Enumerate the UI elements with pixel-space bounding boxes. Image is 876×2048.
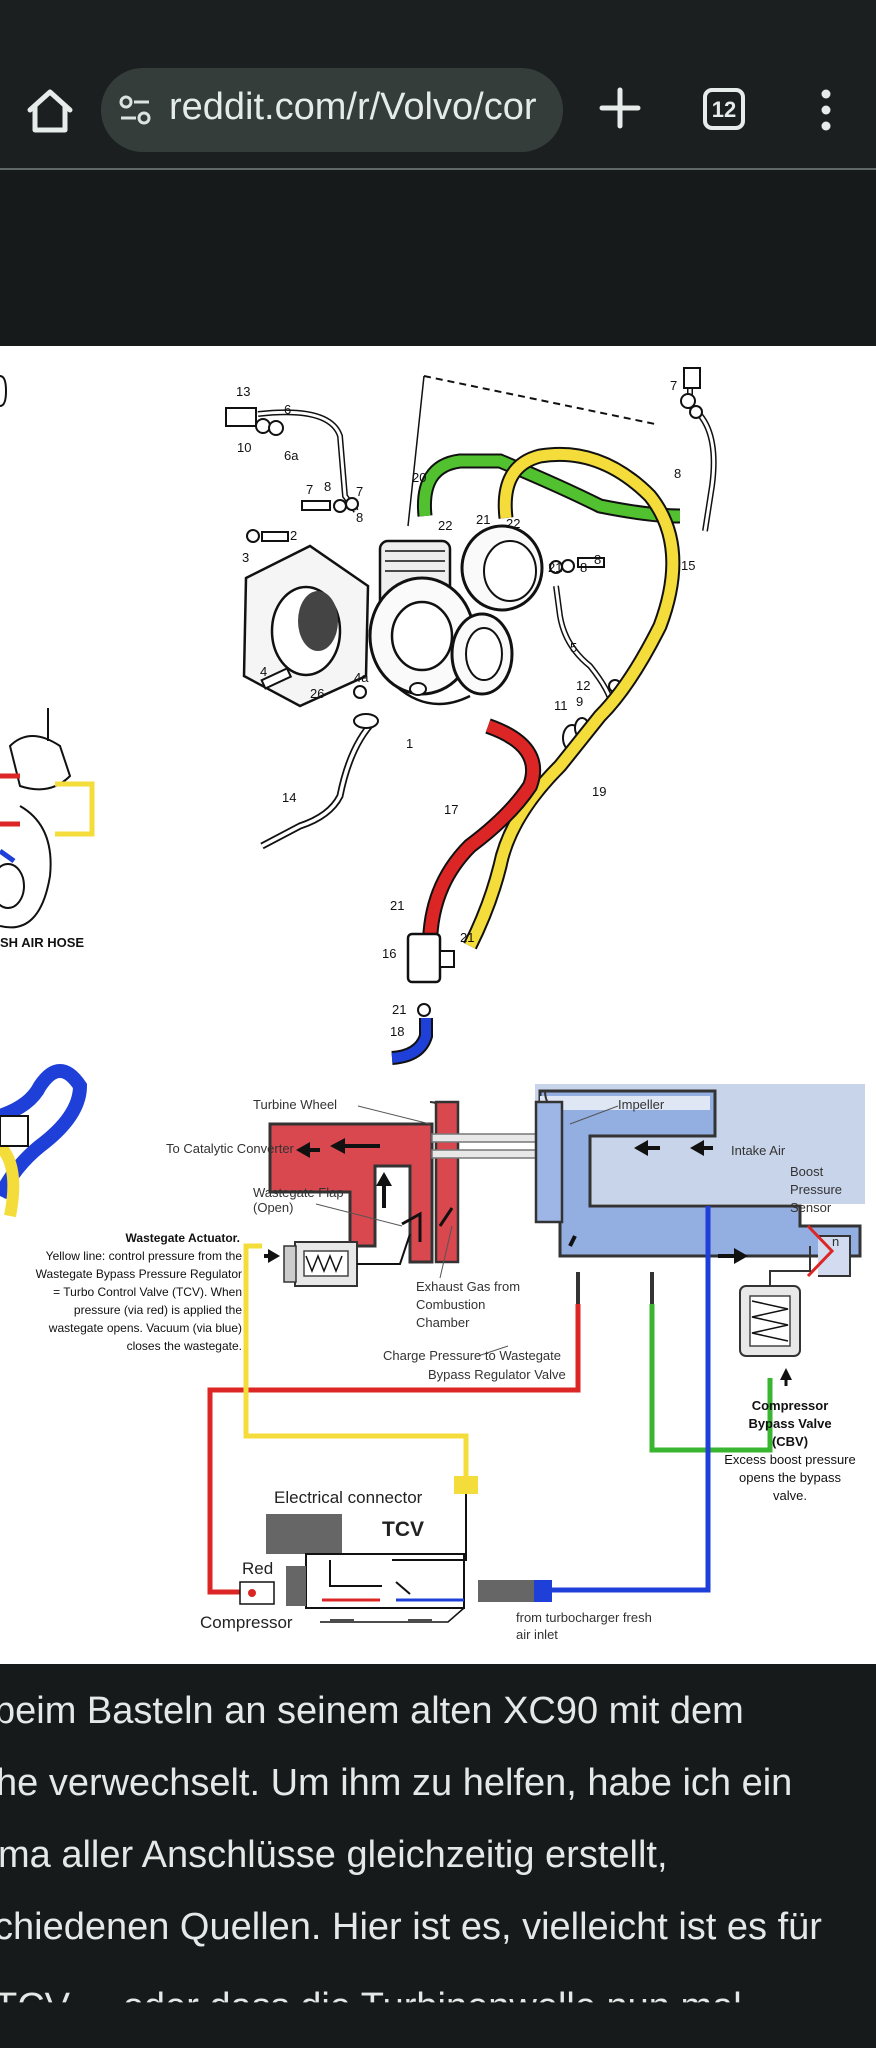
- part-number: 18: [390, 1024, 404, 1039]
- part-number: 21: [392, 1002, 406, 1017]
- exhaust-gas-label: Exhaust Gas from: [416, 1279, 520, 1294]
- compressor-label: Compressor: [200, 1613, 293, 1632]
- part-number: 8: [356, 510, 363, 525]
- site-info-icon[interactable]: [117, 92, 153, 128]
- exhaust-gas-label: Chamber: [416, 1315, 470, 1330]
- part-number: 1: [406, 736, 413, 751]
- cbv-text: opens the bypass: [739, 1470, 841, 1485]
- part-number: 8: [580, 560, 587, 575]
- part-number: 5: [570, 640, 577, 655]
- tabs-icon[interactable]: 12: [703, 88, 745, 130]
- partial-hose-label: SH AIR HOSE: [0, 935, 84, 950]
- boost-sensor-label: Boost: [790, 1164, 824, 1179]
- turbo-diagram-image[interactable]: SH AIR HOSE: [0, 346, 876, 1664]
- home-icon[interactable]: [22, 84, 78, 140]
- part-number: 12: [576, 678, 590, 693]
- wastegate-actuator-text: Yellow line: control pressure from the: [46, 1249, 243, 1263]
- part-number: 6: [284, 402, 291, 417]
- part-number: 14: [282, 790, 296, 805]
- part-number: 16: [382, 946, 396, 961]
- page-spacer: [0, 170, 876, 346]
- part-number: 22: [438, 518, 452, 533]
- boost-sensor-label: Pressure: [790, 1182, 842, 1197]
- part-number: 22: [506, 516, 520, 531]
- wastegate-actuator-text: wastegate opens. Vacuum (via blue): [48, 1321, 242, 1335]
- wastegate-actuator-title: Wastegate Actuator.: [126, 1231, 240, 1245]
- turbo-exploded-view: 13 6 10 6a 7 8 20 22 21 3 2 7 8 8 22 21 …: [225, 367, 717, 1065]
- post-line: ma aller Anschlüsse gleichzeitig erstell…: [0, 1834, 668, 1876]
- part-number: 21: [548, 560, 562, 575]
- fresh-air-label: from turbocharger fresh: [516, 1610, 652, 1625]
- part-number: 21: [460, 930, 474, 945]
- exhaust-gas-label: Combustion: [416, 1297, 485, 1312]
- post-line: TCV ... oder dass die Turbinenwelle nun …: [0, 1986, 742, 2028]
- turbo-diagram-svg: SH AIR HOSE: [0, 367, 865, 1642]
- url-text: reddit.com/r/Volvo/cor: [169, 86, 537, 128]
- part-number: 20: [412, 470, 426, 485]
- cut-letter: n: [832, 1234, 839, 1249]
- part-number: 9: [576, 694, 583, 709]
- intake-air-label: Intake Air: [731, 1143, 786, 1158]
- part-number: 8: [324, 479, 331, 494]
- wastegate-actuator-text: pressure (via red) is applied the: [74, 1303, 242, 1317]
- cbv-text: valve.: [773, 1488, 807, 1503]
- part-number: 6a: [284, 448, 299, 463]
- part-number: 21: [476, 512, 490, 527]
- part-number: 21: [390, 898, 404, 913]
- more-icon[interactable]: [808, 86, 844, 134]
- wastegate-actuator-text: Wastegate Bypass Pressure Regulator: [36, 1267, 242, 1281]
- red-label: Red: [242, 1559, 273, 1578]
- cbv-title: Bypass Valve: [748, 1416, 831, 1431]
- new-tab-icon[interactable]: [596, 84, 644, 132]
- turbine-wheel-label: Turbine Wheel: [253, 1097, 337, 1112]
- part-number: 7: [356, 484, 363, 499]
- charge-pressure-label: Bypass Regulator Valve: [428, 1367, 566, 1382]
- turbo-schematic: Turbine Wheel Impeller To Catalytic Conv…: [36, 1084, 865, 1642]
- part-number: 13: [236, 384, 250, 399]
- cbv-text: Excess boost pressure: [724, 1452, 856, 1467]
- part-numbers: 13 6 10 6a 7 8 20 22 21 3 2 7 8 8 22 21 …: [236, 378, 695, 1039]
- boost-sensor-label: Sensor: [790, 1200, 832, 1215]
- part-number: 4a: [354, 670, 369, 685]
- part-number: 7: [670, 378, 677, 393]
- part-number: 15: [681, 558, 695, 573]
- part-number: 10: [237, 440, 251, 455]
- part-number: 19: [592, 784, 606, 799]
- electrical-connector-label: Electrical connector: [274, 1488, 423, 1507]
- wastegate-flap-sub: (Open): [253, 1200, 293, 1215]
- address-bar[interactable]: reddit.com/r/Volvo/cor: [101, 68, 563, 152]
- wastegate-flap-label: Wastegate Flap: [253, 1185, 344, 1200]
- part-number: 4: [260, 664, 267, 679]
- post-line: he verwechselt. Um ihm zu helfen, habe i…: [0, 1762, 793, 1804]
- cbv-title: (CBV): [772, 1434, 808, 1449]
- charge-pressure-label: Charge Pressure to Wastegate: [383, 1348, 561, 1363]
- partial-blue-hose: [0, 1064, 88, 1218]
- post-line: chiedenen Quellen. Hier ist es, vielleic…: [0, 1906, 822, 1948]
- part-number: 7: [306, 482, 313, 497]
- part-number: 17: [444, 802, 458, 817]
- part-number: 8: [674, 466, 681, 481]
- catalytic-label: To Catalytic Converter: [166, 1141, 295, 1156]
- part-number: 2: [290, 528, 297, 543]
- wastegate-actuator-text: closes the wastegate.: [127, 1339, 242, 1353]
- partial-hose-figure: SH AIR HOSE: [0, 708, 95, 950]
- part-number: 3: [242, 550, 249, 565]
- part-number: 11: [554, 698, 568, 713]
- post-line: beim Basteln an seinem alten XC90 mit de…: [0, 1690, 744, 1732]
- part-number: 26: [310, 686, 324, 701]
- fresh-air-label: air inlet: [516, 1627, 558, 1642]
- cbv-title: Compressor: [752, 1398, 829, 1413]
- post-body: beim Basteln an seinem alten XC90 mit de…: [0, 1664, 876, 2048]
- tcv-label: TCV: [382, 1518, 424, 1541]
- wastegate-actuator-text: = Turbo Control Valve (TCV). When: [53, 1285, 242, 1299]
- browser-toolbar: reddit.com/r/Volvo/cor 12: [0, 0, 876, 170]
- part-number: 8: [594, 552, 601, 567]
- impeller-label: Impeller: [618, 1097, 665, 1112]
